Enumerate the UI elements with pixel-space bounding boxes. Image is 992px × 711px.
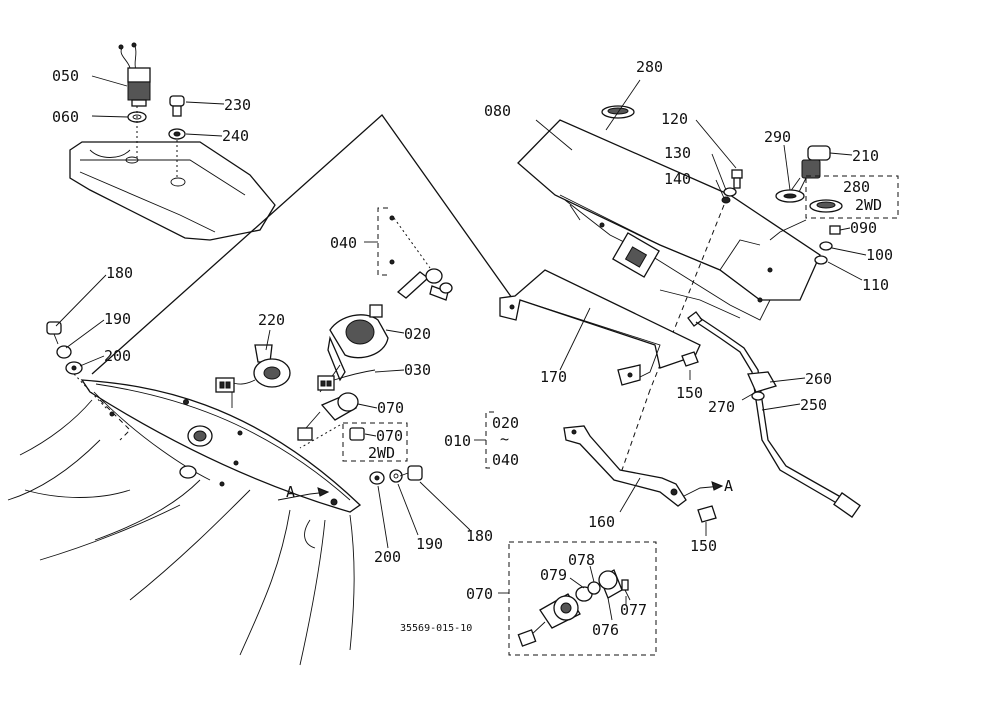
label-160: 160: [588, 513, 615, 531]
label-140: 140: [664, 170, 691, 188]
switch-220: [215, 344, 291, 408]
nut-070-2wd: [349, 427, 365, 441]
dashboard-panel: [7, 379, 362, 666]
label-240: 240: [222, 127, 249, 145]
label-180b: 180: [466, 527, 493, 545]
label-090: 090: [850, 219, 877, 237]
label-2wd-a: 2WD: [368, 444, 395, 462]
label-070c: 070: [466, 585, 493, 603]
washer-190a: [56, 345, 72, 359]
key-switch-020: [319, 304, 389, 393]
label-060: 060: [52, 108, 79, 126]
washer-130: [723, 187, 737, 197]
label-280b: 280: [843, 178, 870, 196]
key-040: [364, 207, 453, 301]
label-150b: 150: [690, 537, 717, 555]
washer-140: [721, 196, 731, 204]
lamp-210: [789, 145, 831, 195]
label-010: 010: [444, 432, 471, 450]
label-070b: 070: [376, 427, 403, 445]
nut-110: [814, 255, 828, 265]
plug-280b: [809, 199, 843, 213]
label-220: 220: [258, 311, 285, 329]
washer-240: [168, 128, 186, 180]
bolt-090: [829, 225, 841, 235]
bolt-180a: [46, 321, 62, 345]
label-010-to: 040: [492, 451, 519, 469]
label-120: 120: [661, 110, 688, 128]
panel-top-left: [69, 141, 276, 241]
knob-076: [598, 569, 623, 599]
label-180a: 180: [106, 264, 133, 282]
label-170: 170: [540, 368, 567, 386]
label-040: 040: [330, 234, 357, 252]
label-250: 250: [800, 396, 827, 414]
label-2wd-b: 2WD: [855, 196, 882, 214]
washer-200a: [65, 361, 109, 411]
label-078: 078: [568, 551, 595, 569]
washer-200b: [369, 471, 385, 485]
switch-070-detail: [517, 593, 581, 647]
label-070a: 070: [377, 399, 404, 417]
ref-a-left: A: [286, 483, 295, 501]
grommet-290: [775, 189, 805, 203]
label-076: 076: [592, 621, 619, 639]
nut-150a: [681, 351, 699, 380]
label-010-from: 020: [492, 414, 519, 432]
switch-050: [118, 42, 151, 107]
label-280a: 280: [636, 58, 663, 76]
label-190a: 190: [104, 310, 131, 328]
label-077: 077: [620, 601, 647, 619]
bolt-180b: [399, 465, 423, 481]
housing-080: [517, 119, 821, 321]
label-030: 030: [404, 361, 431, 379]
label-190b: 190: [416, 535, 443, 553]
label-079: 079: [540, 566, 567, 584]
label-100: 100: [866, 246, 893, 264]
label-020: 020: [404, 325, 431, 343]
bracket-170: [499, 269, 701, 386]
label-010-tilde: ~: [500, 430, 509, 448]
label-260: 260: [805, 370, 832, 388]
clamp-260: [747, 371, 777, 401]
screw-120: [731, 169, 743, 189]
washer-078: [587, 581, 601, 595]
connector-030: [317, 369, 376, 391]
label-130: 130: [664, 144, 691, 162]
part-labels: 050 060 230 240 180 190 200 040 220 020 …: [52, 58, 893, 639]
label-230: 230: [224, 96, 251, 114]
label-150a: 150: [676, 384, 703, 402]
ref-a-right: A: [724, 477, 733, 495]
switch-070: [297, 392, 359, 449]
nut-150b: [697, 505, 717, 536]
screw-077: [621, 579, 631, 601]
washer-100: [819, 241, 833, 251]
drawing-number: 35569-015-10: [400, 623, 472, 634]
nut-060: [127, 106, 147, 158]
label-050: 050: [52, 67, 79, 85]
label-270: 270: [708, 398, 735, 416]
bolt-230: [169, 95, 185, 117]
lever-160: [563, 425, 687, 507]
label-200b: 200: [374, 548, 401, 566]
label-080: 080: [484, 102, 511, 120]
label-110: 110: [862, 276, 889, 294]
washer-190b: [389, 469, 403, 483]
label-290: 290: [764, 128, 791, 146]
label-200a: 200: [104, 347, 131, 365]
label-210: 210: [852, 147, 879, 165]
